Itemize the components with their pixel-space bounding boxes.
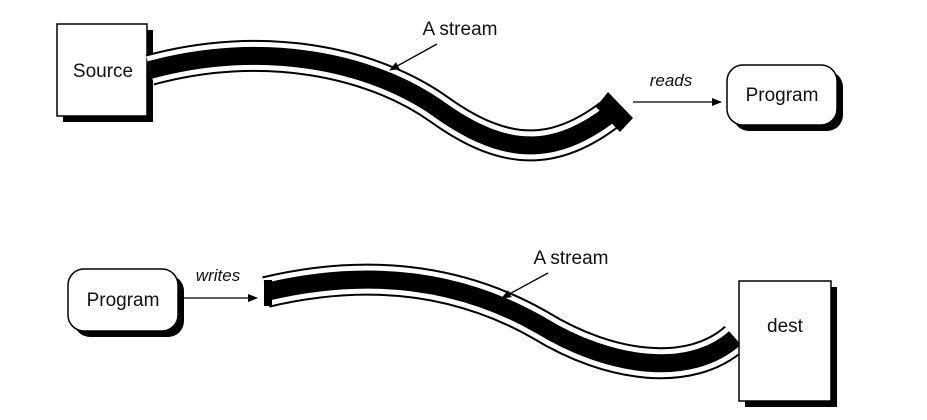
dest-box: dest [738,280,837,407]
bottom-flow: Program writes A stream dest [67,248,837,407]
bottom-stream-label: A stream [534,248,609,269]
dest-box-frame [738,280,832,402]
top-stream-core [147,46,624,155]
source-label: Source [73,61,133,82]
writes-label: writes [196,266,241,285]
top-program-box: Program [726,64,843,131]
bottom-stream-core [263,270,741,373]
top-stream [145,39,633,162]
source-box-frame [56,23,148,117]
top-stream-gap [146,41,627,160]
bottom-stream [262,263,746,380]
bottom-stream-pointer-arrow [501,272,549,299]
top-program-box-frame [726,64,838,126]
top-flow: Source A stream reads Program [56,19,843,162]
bottom-program-box: Program [67,268,184,337]
source-box: Source [56,23,153,122]
bottom-stream-start-cap [264,280,272,306]
top-stream-pointer-arrow [389,43,438,71]
top-stream-label: A stream [423,19,498,40]
bottom-program-box-frame [67,268,179,332]
top-program-label: Program [746,85,819,106]
bottom-program-label: Program [87,290,160,311]
dest-label: dest [767,316,804,337]
reads-label: reads [650,71,693,90]
top-stream-end-cap [596,92,633,132]
